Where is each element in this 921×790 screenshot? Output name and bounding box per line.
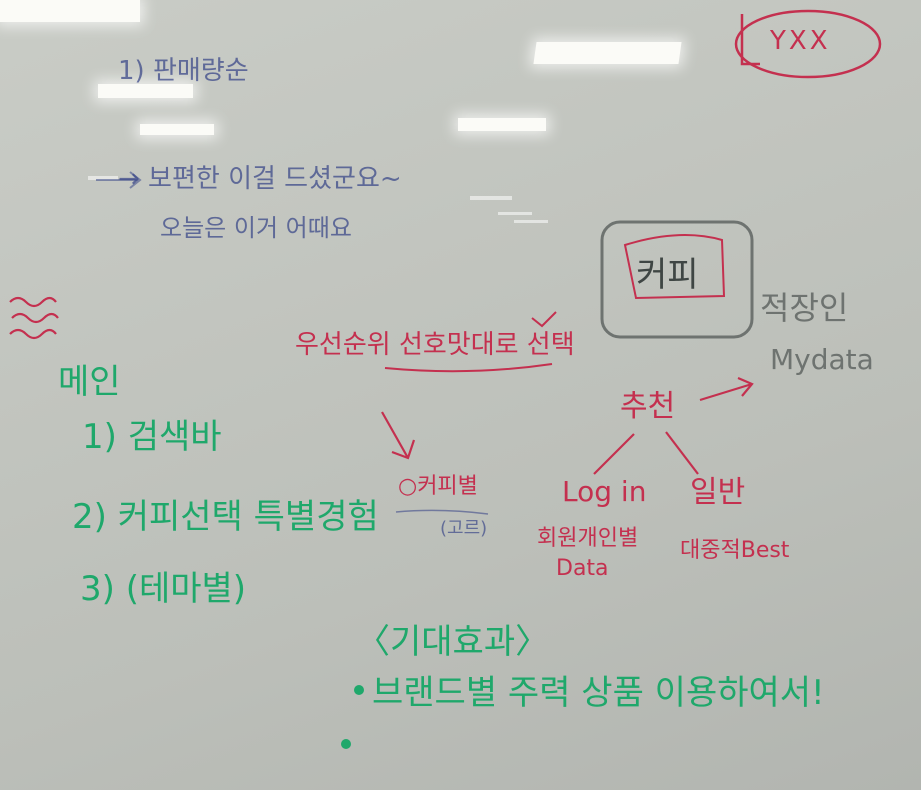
ceiling-light-reflection [498,212,532,215]
ceiling-light-reflection [88,176,118,180]
squiggle-mark [9,296,59,340]
badge-ellipse [734,9,882,79]
blue-line-1: → 보편한 이걸 드셨군요~ [118,164,402,194]
recommend-arrow [699,376,754,402]
member-data-line-1: 회원개인별 [537,526,639,551]
login-text: Log in [562,475,647,508]
flavor-underline [395,509,489,515]
ceiling-light-reflection [98,84,193,98]
badge-bracket [740,14,760,66]
badge-text: YXX [770,26,831,56]
ceiling-light-reflection [470,196,512,200]
coffee-box-label: 커피 [636,255,699,295]
ceiling-light-reflection [0,0,140,22]
bullet-line-1: 브랜드별 주력 상품 이용하여서! [372,673,825,713]
list-item-1: 1) 검색바 [82,417,222,457]
list-item-2: 2) 커피선택 특별경험 [72,497,379,537]
down-arrow [381,411,416,460]
expectation-header: 〈기대효과〉 [356,622,550,662]
coffee-box-red-scribble [623,234,726,300]
general-text: 일반 [690,475,746,510]
main-header: 메인 [58,362,121,402]
per-flavor-text: ○커피별 [398,474,478,499]
ceiling-light-reflection [140,124,214,135]
list-item-3: 3) (테마별) [80,569,247,609]
bullet-dot [341,739,351,749]
bullet-dot [354,685,364,695]
tick-mark [531,311,557,328]
recommend-text: 추천 [620,389,676,424]
public-best-text: 대중적Best [680,538,790,563]
ceiling-light-reflection [458,118,546,131]
branch-left [593,433,635,475]
priority-underline [384,363,553,373]
member-data-line-2: Data [556,556,609,581]
priority-text: 우선순위 선호맛대로 선택 [295,330,575,360]
branch-right [665,431,699,475]
blue-line-2: 오늘은 이거 어때요 [160,214,352,242]
coffee-box-outline [600,220,754,339]
grey-note-1: 적장인 [760,289,849,327]
list-item-2-note: (고르) [440,518,488,539]
ceiling-light-reflection [514,220,548,223]
blue-heading: 1) 판매량순 [118,56,249,86]
blue-arrow [96,171,142,189]
grey-note-2: Mydata [770,343,874,376]
